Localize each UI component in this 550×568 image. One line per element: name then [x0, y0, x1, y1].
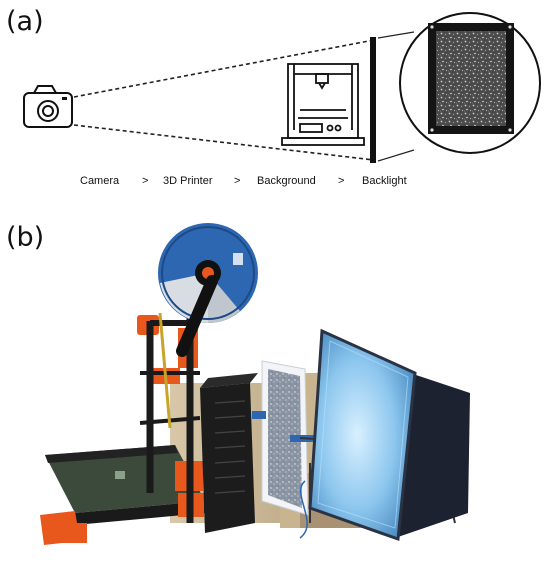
magnifier-circle — [399, 12, 541, 154]
speckle-background — [436, 31, 506, 126]
panel-a-label: (a) — [6, 6, 44, 37]
panel-b-label: (b) — [6, 222, 45, 253]
caption-arrow-2: > — [234, 175, 241, 187]
caption-camera: Camera — [80, 175, 120, 187]
backlight-panel — [370, 37, 376, 163]
field-of-view-lines — [73, 39, 375, 161]
softbox-backlight — [308, 328, 470, 542]
electronics-box — [200, 373, 258, 533]
schematic-diagram — [23, 12, 541, 163]
caption-arrow-1: > — [142, 175, 149, 187]
filament-spool — [158, 223, 258, 357]
caption-3d-printer: 3D Printer — [163, 175, 213, 187]
caption-background: Background — [257, 175, 316, 187]
caption-arrow-3: > — [338, 175, 345, 187]
printer-bed — [45, 445, 205, 525]
setup-photo — [40, 223, 470, 545]
camera-icon — [23, 85, 73, 128]
caption-backlight: Backlight — [362, 175, 407, 187]
printer-frame — [139, 312, 201, 523]
speckle-background-panel — [252, 360, 315, 516]
3d-printer-icon — [281, 63, 365, 146]
magnifier-lines — [377, 31, 415, 162]
